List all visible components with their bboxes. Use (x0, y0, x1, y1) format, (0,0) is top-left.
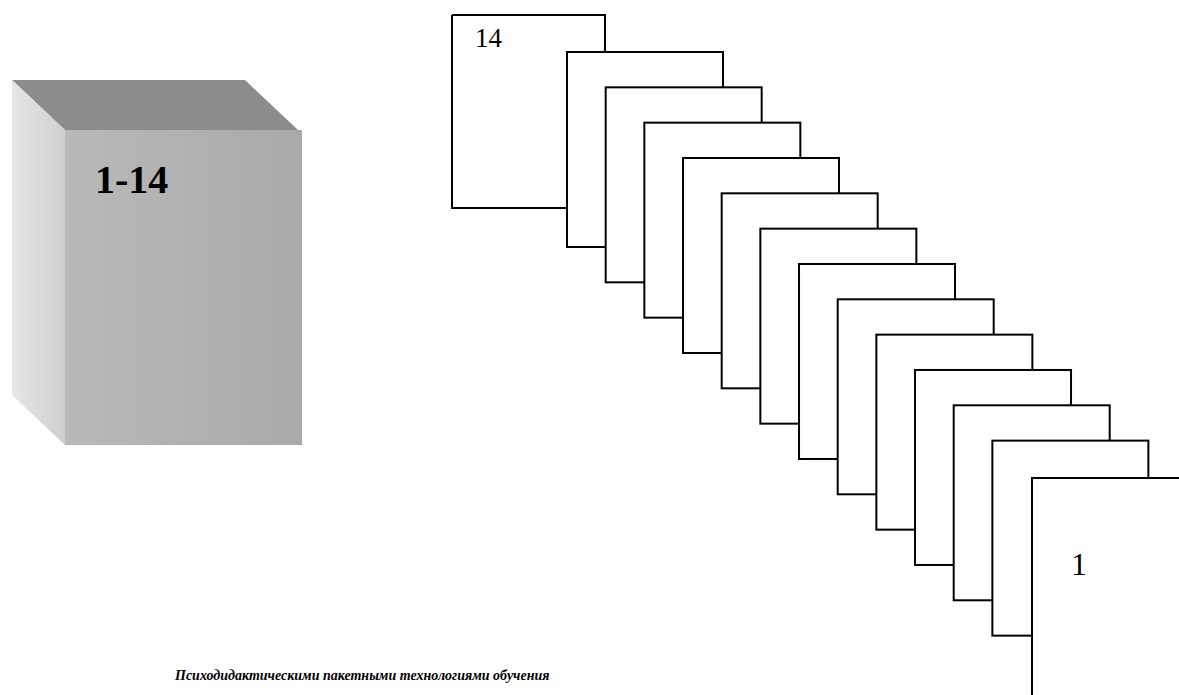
node-label: 14 (475, 24, 600, 54)
card-shape: 1 (1031, 477, 1179, 695)
caption: Психодидактическими пакетными технология… (175, 668, 549, 684)
box-front-face: 1-14 (65, 130, 302, 445)
node-label: 1 (1071, 547, 1179, 582)
node-label: 1-14 (95, 158, 292, 202)
box-side-face (12, 80, 65, 445)
card-outline-path (452, 15, 605, 208)
card-shape: 14 (451, 14, 610, 209)
card-outline (451, 14, 606, 209)
